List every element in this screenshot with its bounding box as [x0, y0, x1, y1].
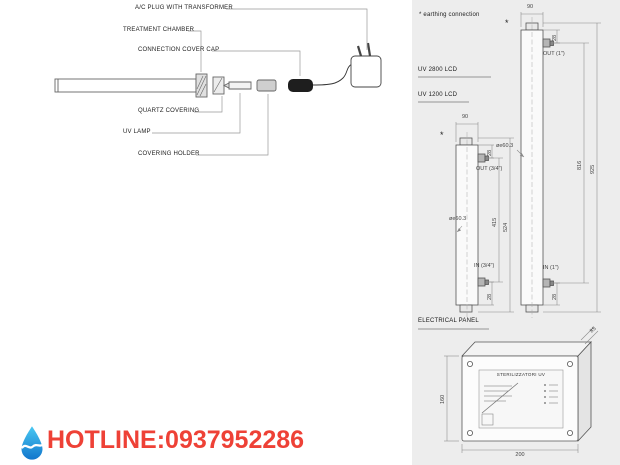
label-uv2800-out-port: OUT (1") — [543, 51, 565, 57]
dim-uv1200-ports-span: 415 — [492, 217, 498, 227]
dim-uv2800-ports-span: 816 — [577, 160, 583, 170]
water-drop-logo-icon — [21, 426, 44, 460]
dim-uv2800-overall-height: 925 — [590, 164, 596, 174]
label-uv-lamp: UV LAMP — [123, 129, 151, 135]
earthing-connection-note: * earthing connection — [419, 12, 480, 18]
dim-uv2800-in-offset: 28 — [552, 293, 558, 300]
earthing-star-uv2800: * — [505, 18, 509, 28]
label-uv2800-in-port: IN (1") — [543, 265, 559, 271]
plug-connector-part — [288, 79, 313, 92]
treatment-chamber-tube — [54, 78, 197, 93]
quartz-sleeve-part — [228, 81, 252, 90]
plug-prong — [356, 45, 363, 57]
plug-prong — [366, 42, 372, 57]
label-uv-1200-lcd: UV 1200 LCD — [418, 92, 458, 98]
earthing-star-uv1200: * — [440, 130, 444, 140]
panel-plate-title: STERILIZZATORI UV — [496, 372, 546, 377]
chamber-flange — [195, 73, 208, 98]
covering-holder-part — [256, 79, 277, 92]
dim-panel-height: 160 — [440, 394, 446, 404]
dim-uv2800-diameter: øe60.3 — [496, 143, 514, 149]
label-uv-2800-lcd: UV 2800 LCD — [418, 67, 458, 73]
label-uv1200-in-port: IN (3/4") — [474, 263, 495, 269]
power-cable — [312, 63, 353, 86]
dim-uv1200-width: 90 — [462, 114, 469, 120]
label-treatment-chamber: TREATMENT CHAMBER — [123, 27, 195, 33]
label-quartz-covering: QUARTZ COVERING — [138, 108, 200, 114]
dim-uv1200-out-offset: 28 — [487, 149, 493, 156]
dim-uv2800-width: 90 — [527, 4, 534, 10]
label-electrical-panel: ELECTRICAL PANEL — [418, 318, 479, 324]
dim-uv1200-in-offset: 28 — [487, 293, 493, 300]
uv-lamp-tip — [222, 82, 230, 89]
hotline-phone-number: HOTLINE:0937952286 — [47, 426, 305, 454]
label-covering-holder: COVERING HOLDER — [138, 151, 200, 157]
dim-uv1200-diameter: øe60.3 — [449, 216, 467, 222]
dim-panel-width: 200 — [515, 452, 525, 458]
connection-cover-cap-part — [212, 76, 225, 95]
label-ac-plug-with-transformer: A/C PLUG WITH TRANSFORMER — [135, 5, 233, 11]
dim-uv2800-out-offset: 28 — [552, 34, 558, 41]
transformer-body — [350, 55, 382, 88]
label-connection-cover-cap: CONNECTION COVER CAP — [138, 47, 220, 53]
dim-uv1200-overall-height: 524 — [503, 222, 509, 232]
label-uv1200-out-port: OUT (3/4") — [476, 166, 503, 172]
